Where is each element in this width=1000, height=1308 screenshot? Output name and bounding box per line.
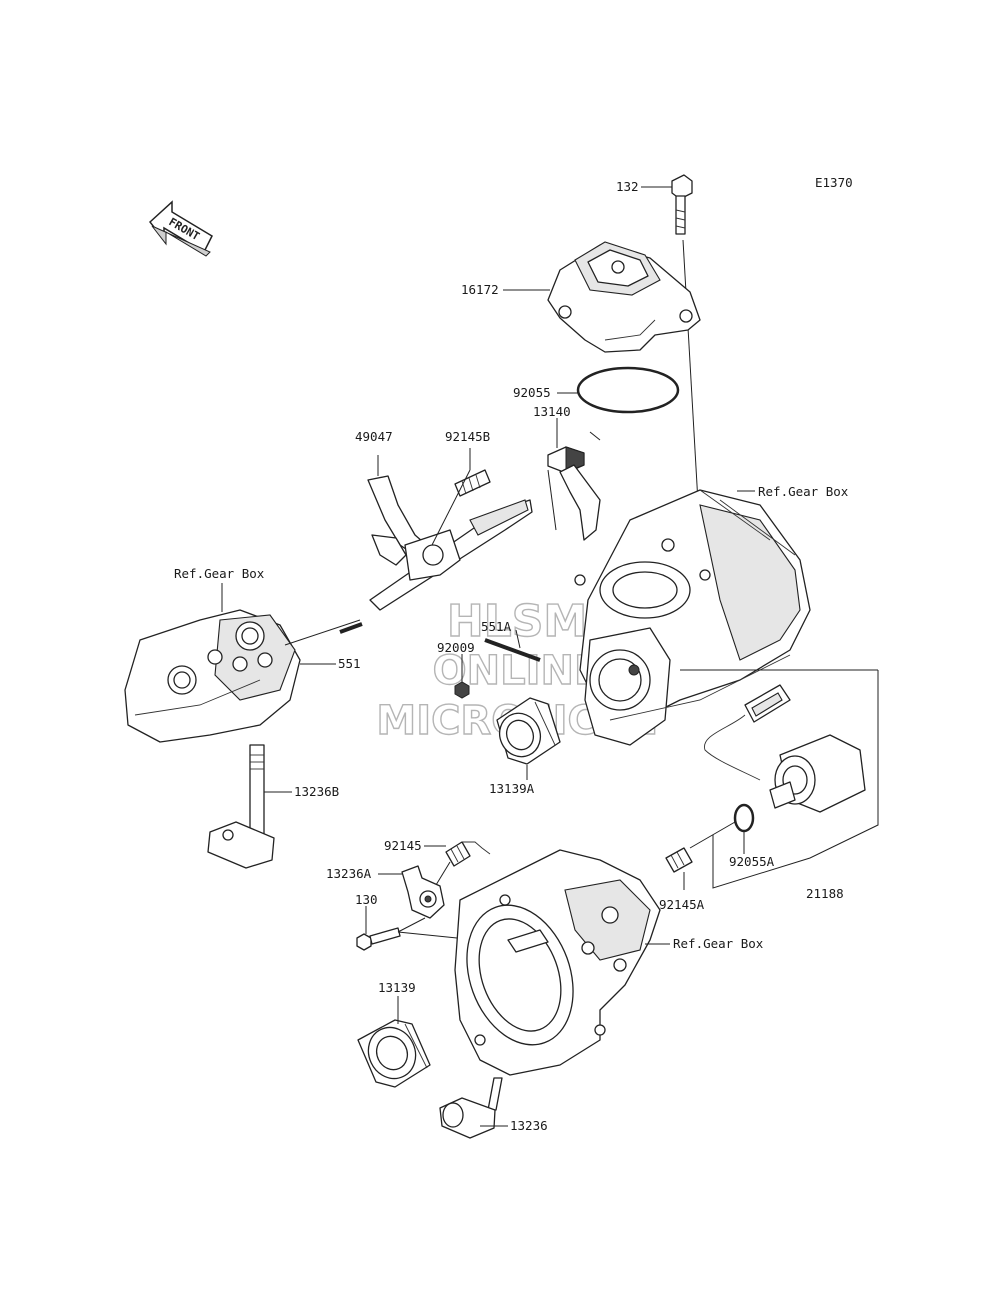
lever-13236A (401, 865, 445, 919)
o-ring-92055A (733, 803, 755, 833)
bolt-132 (671, 174, 693, 235)
label-92145B: 92145B (445, 429, 490, 444)
shaft-13236 (439, 1077, 503, 1139)
diagram-code: E1370 (815, 175, 853, 190)
cover-16172 (547, 241, 701, 353)
label-13140: 13140 (533, 404, 571, 419)
label-92055A: 92055A (729, 854, 775, 869)
label-130: 130 (355, 892, 378, 907)
label-13236: 13236 (510, 1118, 548, 1133)
label-16172: 16172 (461, 282, 499, 297)
bracket-21188 (680, 669, 879, 889)
pin-551 (339, 622, 363, 634)
bolt-130 (356, 927, 401, 951)
ref-gear-box-bottom: Ref.Gear Box (673, 936, 764, 951)
gear-box-housing-left (124, 609, 301, 743)
label-92145A: 92145A (659, 897, 705, 912)
label-13139: 13139 (378, 980, 416, 995)
label-13236A: 13236A (326, 866, 372, 881)
front-arrow-icon: FRONT (148, 200, 213, 257)
label-21188: 21188 (806, 886, 844, 901)
label-92009: 92009 (437, 640, 475, 655)
sensor-21188 (704, 684, 866, 813)
gear-box-housing-top (574, 489, 811, 746)
nut-92009 (454, 681, 470, 699)
label-92145: 92145 (384, 838, 422, 853)
ref-gear-box-top: Ref.Gear Box (758, 484, 849, 499)
spring-92145A (665, 847, 693, 873)
label-13236B: 13236B (294, 784, 339, 799)
pin-551A (484, 638, 541, 662)
label-132: 132 (616, 179, 639, 194)
sleeve-13139A (496, 697, 561, 765)
spring-92145B (454, 469, 491, 497)
shift-fork-13140 (547, 446, 601, 541)
label-13139A: 13139A (489, 781, 535, 796)
shift-fork-49047 (367, 475, 533, 611)
ref-gear-box-left: Ref.Gear Box (174, 566, 265, 581)
svg-text:HLSM: HLSM (447, 596, 587, 647)
sleeve-13139 (357, 1019, 431, 1088)
gear-box-housing-bottom (454, 849, 661, 1076)
label-551A: 551A (481, 619, 512, 634)
label-551: 551 (338, 656, 361, 671)
spring-92145 (445, 841, 491, 867)
label-92055: 92055 (513, 385, 551, 400)
o-ring-92055 (576, 366, 680, 414)
shaft-13236B (207, 744, 275, 869)
label-49047: 49047 (355, 429, 393, 444)
